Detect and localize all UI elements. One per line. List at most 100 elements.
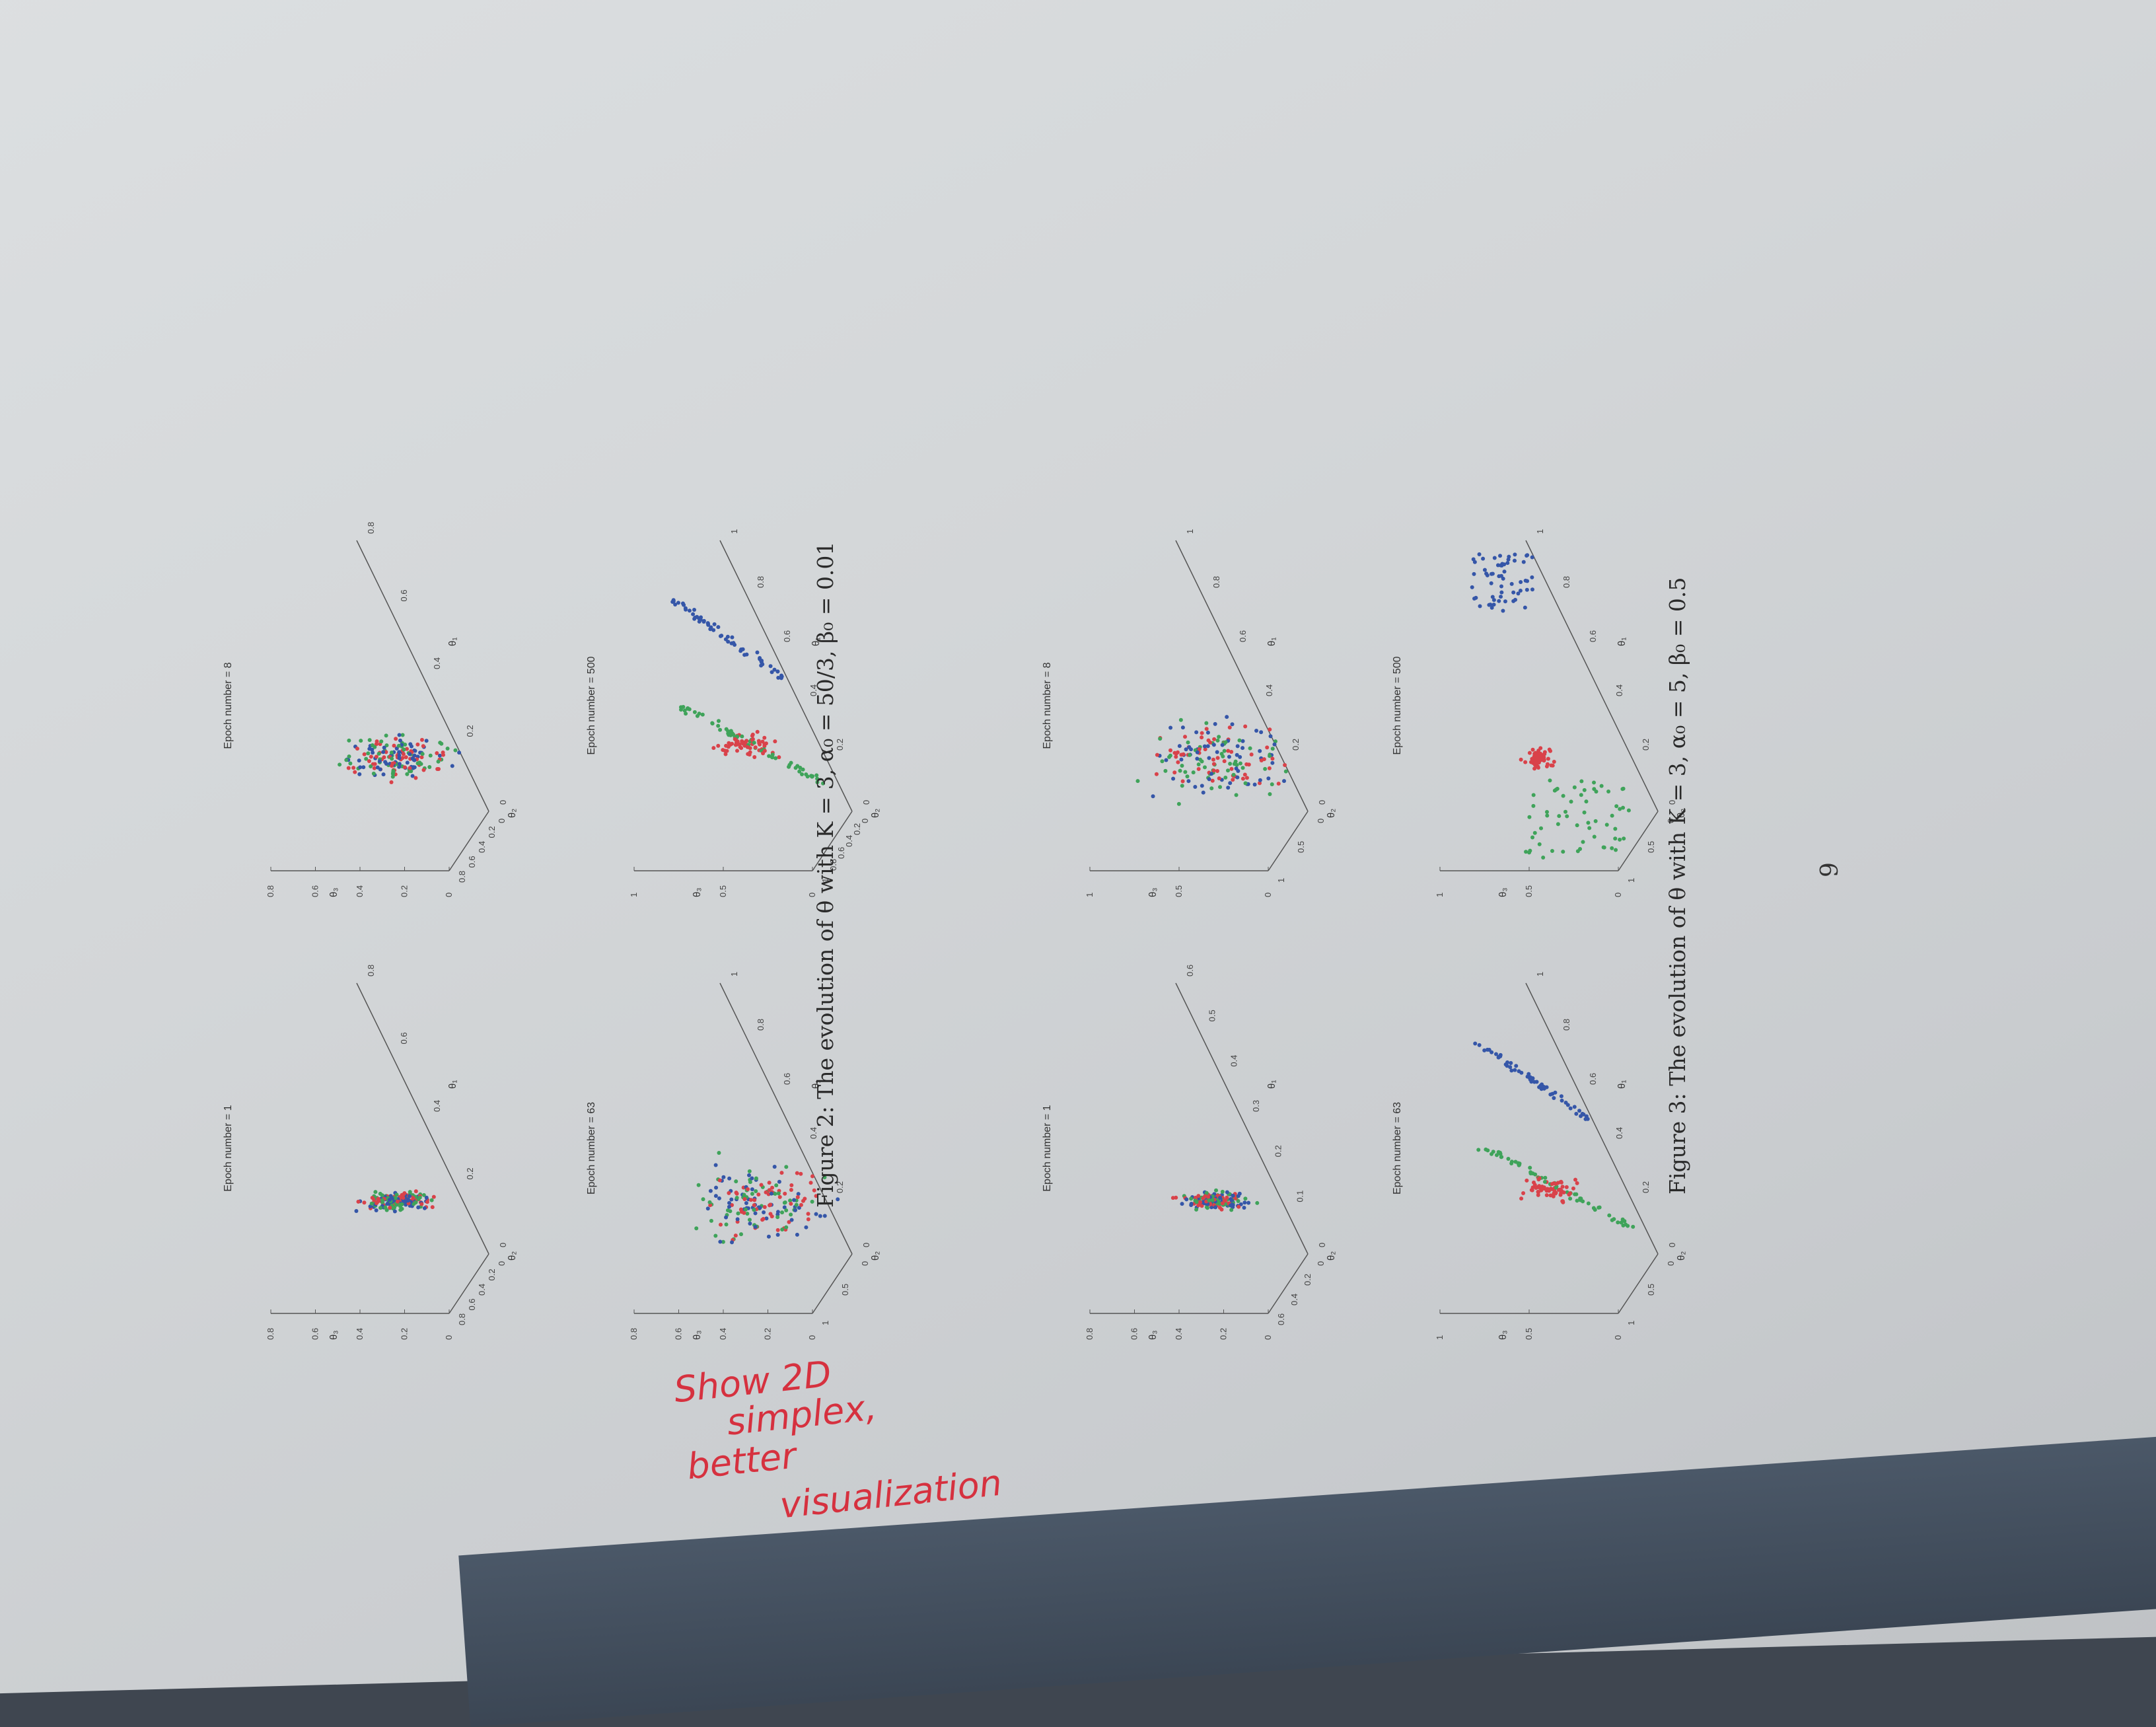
scatter-point: [1213, 721, 1217, 726]
scatter-point: [727, 1200, 732, 1205]
x-axis-line: [1175, 982, 1309, 1255]
scatter-point: [362, 752, 367, 756]
scatter-point: [1263, 766, 1268, 771]
scatter-point: [814, 773, 819, 778]
z-tick-label: 0.6: [310, 885, 320, 897]
y-axis-line: [1618, 1253, 1659, 1314]
scatter-point: [397, 762, 402, 766]
scatter-point: [1624, 1222, 1628, 1227]
scatter-point: [374, 754, 378, 759]
x-axis-line: [356, 540, 489, 812]
scatter-point: [399, 1202, 404, 1207]
scatter-point: [1530, 747, 1535, 752]
scatter-point: [1545, 1187, 1550, 1191]
scatter-point: [1204, 727, 1209, 731]
scatter-point: [758, 656, 762, 661]
x-tick-label: 1: [1535, 529, 1545, 534]
scatter-point: [1564, 1185, 1569, 1189]
scatter-point: [804, 1225, 808, 1230]
scatter-point: [1194, 730, 1199, 735]
scatter-points: [694, 1150, 840, 1245]
scatter-point: [779, 1171, 784, 1175]
scatter-point: [387, 1198, 392, 1202]
scatter-point: [1525, 1074, 1530, 1079]
y-tick-label: 0.8: [457, 1313, 467, 1325]
scatter-points: [1170, 1188, 1260, 1212]
x-tick-label: 0.8: [756, 576, 766, 588]
scatter-point: [1491, 1150, 1495, 1154]
scatter-point: [1519, 580, 1523, 585]
scatter-point: [767, 1181, 772, 1185]
scatter-point: [1577, 1109, 1582, 1113]
scatter-point: [752, 741, 756, 745]
scatter-point: [1571, 1186, 1575, 1191]
x-tick-label: 0.2: [835, 739, 845, 751]
scatter-point: [1498, 554, 1503, 558]
scatter-point: [1537, 842, 1542, 846]
scatter-point: [389, 751, 394, 755]
x-axis-label: θ₁: [1266, 638, 1277, 646]
y-tick-label: 0.5: [1646, 1284, 1656, 1296]
scatter-point: [775, 669, 780, 674]
scatter-point: [1575, 1198, 1579, 1203]
scatter-point: [1218, 785, 1223, 790]
x-axis-label: θ₁: [447, 638, 458, 646]
x-axis-line: [719, 982, 853, 1255]
x-axis-line: [1175, 540, 1309, 812]
scatter-point: [1207, 1198, 1211, 1202]
scatter-point: [1533, 1172, 1538, 1177]
scatter-point: [1160, 759, 1165, 764]
scatter-point: [770, 670, 774, 675]
scatter-point: [1229, 1208, 1234, 1212]
scatter-point: [718, 1239, 723, 1244]
scatter-point: [789, 1201, 793, 1206]
x-tick-label: 0.4: [808, 1127, 818, 1139]
scatter-point: [691, 612, 696, 616]
z-tick-label: 0.5: [1524, 1328, 1534, 1340]
scatter-point: [390, 774, 395, 779]
x-tick-label: 0.5: [1207, 1010, 1217, 1021]
scatter-point: [1594, 790, 1599, 794]
scatter-point: [768, 1203, 772, 1208]
scatter-point: [1528, 1170, 1533, 1175]
scatter-point: [1193, 1198, 1198, 1203]
scatter-point: [1579, 1114, 1583, 1119]
z-tick-label: 0.8: [629, 1328, 639, 1340]
scatter-point: [1235, 753, 1239, 757]
scatter-point: [780, 1210, 785, 1215]
scatter-point: [821, 781, 826, 786]
scatter-point: [776, 1191, 781, 1196]
scatter-point: [1178, 768, 1182, 773]
scatter-point: [377, 759, 382, 764]
scatter-point: [1184, 747, 1188, 752]
scatter-point: [684, 712, 688, 716]
scatter-point: [755, 650, 760, 655]
scatter-point: [1283, 769, 1288, 774]
scatter-point: [1210, 778, 1215, 783]
scatter-point: [1552, 1191, 1556, 1196]
x-tick-label: 1: [729, 972, 739, 976]
x-tick-label: 0.4: [1614, 684, 1624, 696]
scatter-point: [814, 1194, 818, 1198]
x-tick-label: 0.3: [1251, 1100, 1261, 1112]
scatter-point: [775, 1215, 780, 1220]
scatter-point: [1259, 730, 1264, 735]
scatter-point: [1225, 768, 1230, 773]
scatter-point: [1540, 1185, 1544, 1189]
y-axis-label: θ₂: [507, 1251, 518, 1261]
z-tick-label: 0.4: [718, 1328, 728, 1340]
scatter-point: [372, 766, 377, 770]
scatter-point: [357, 772, 362, 776]
scatter-point: [1240, 766, 1245, 770]
scatter-point: [1200, 735, 1204, 740]
scatter-point: [1231, 778, 1235, 782]
scatter-point: [1268, 734, 1273, 739]
scatter-point: [1548, 749, 1553, 753]
y-axis-label: θ₂: [870, 1251, 881, 1261]
scatter-point: [1524, 850, 1528, 854]
scatter-point: [1232, 762, 1237, 766]
scatter-point: [394, 1193, 399, 1197]
scatter-point: [1255, 1200, 1260, 1205]
scatter-point: [727, 1191, 731, 1195]
scatter-point: [776, 675, 781, 680]
